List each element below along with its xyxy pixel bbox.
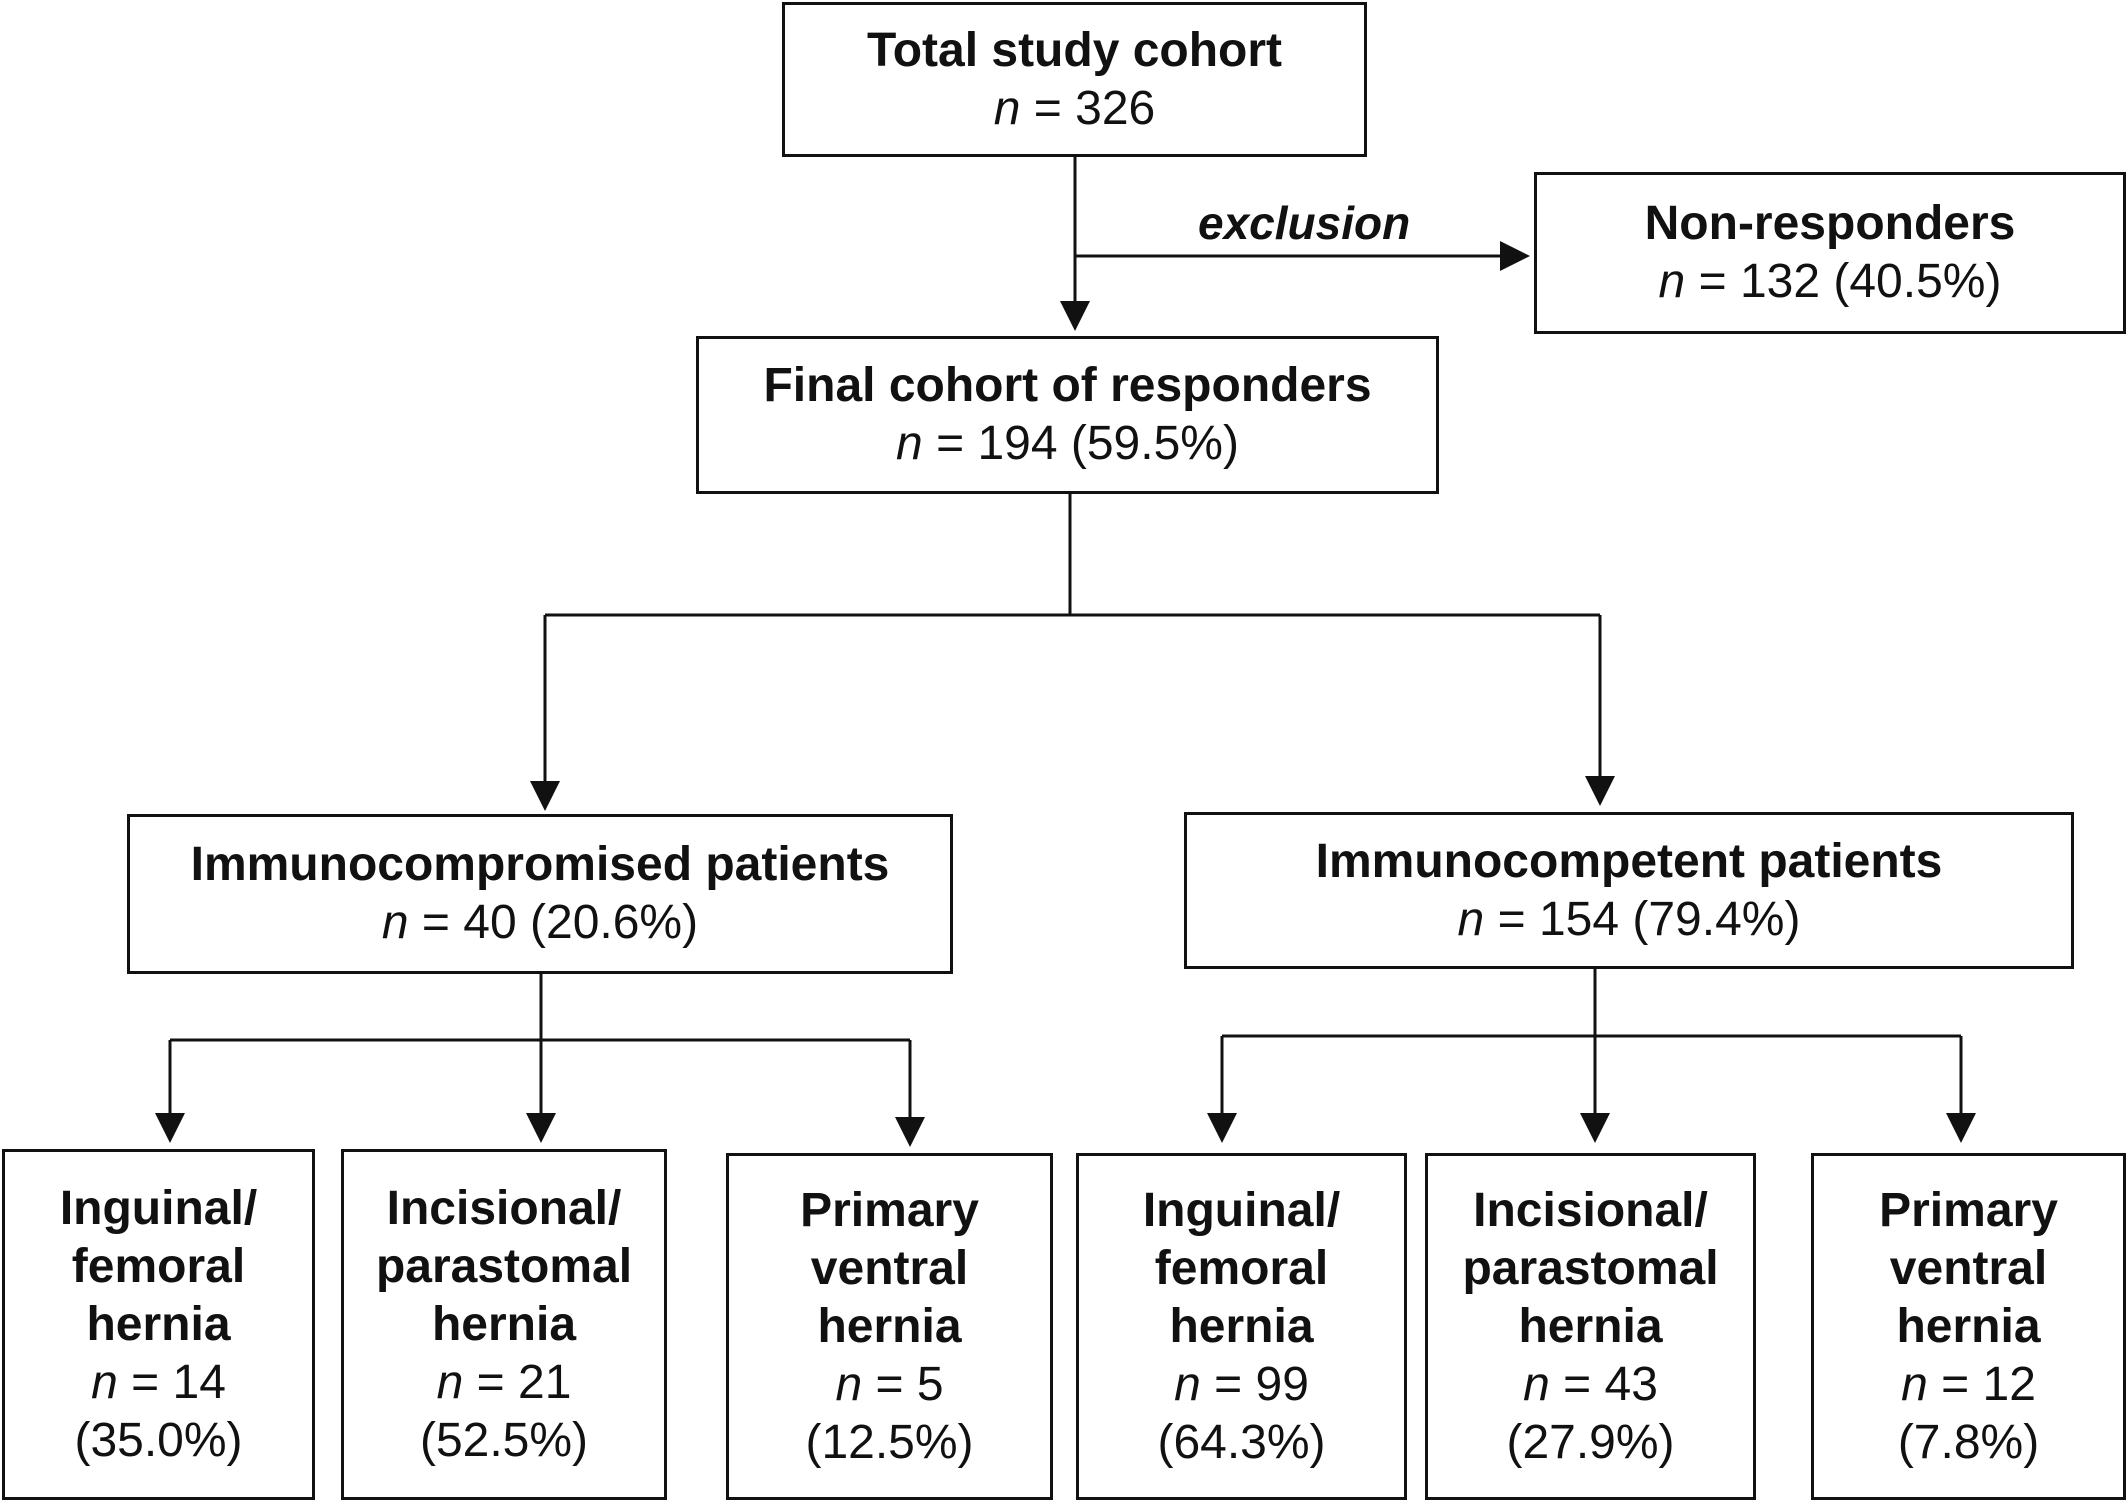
- ic-primary-ventral-box: Primary ventral hernia n = 5 (12.5%): [726, 1153, 1053, 1500]
- icomp-incisional-box: Incisional/ parastomal hernia n = 43 (27…: [1425, 1153, 1756, 1500]
- immunocompromised-title: Immunocompromised patients: [190, 838, 890, 891]
- exclusion-label: exclusion: [1198, 197, 1411, 249]
- total-cohort-count: n = 326: [993, 81, 1156, 135]
- final-cohort-count: n = 194 (59.5%): [896, 417, 1239, 470]
- ic-incisional-box: Incisional/ parastomal hernia n = 21 (52…: [341, 1149, 667, 1500]
- final-cohort-title: Final cohort of responders: [763, 359, 1372, 412]
- immunocompromised-count: n = 40 (20.6%): [381, 896, 699, 949]
- non-responders-box: Non-responders n = 132 (40.5%): [1534, 172, 2126, 334]
- immunocompromised-box: Immunocompromised patients n = 40 (20.6%…: [127, 814, 953, 974]
- icomp-primary-ventral-box: Primary ventral hernia n = 12 (7.8%): [1811, 1153, 2126, 1500]
- immunocompetent-box: Immunocompetent patients n = 154 (79.4%): [1184, 812, 2074, 969]
- immunocompetent-count: n = 154 (79.4%): [1457, 892, 1801, 946]
- total-cohort-title: Total study cohort: [866, 23, 1283, 77]
- non-responders-title: Non-responders: [1644, 197, 2016, 250]
- non-responders-count: n = 132 (40.5%): [1658, 255, 2002, 308]
- ic-inguinal-box: Inguinal/ femoral hernia n = 14 (35.0%): [2, 1149, 315, 1500]
- immunocompetent-title: Immunocompetent patients: [1315, 834, 1943, 888]
- total-cohort-box: Total study cohort n = 326: [782, 2, 1367, 157]
- icomp-inguinal-box: Inguinal/ femoral hernia n = 99 (64.3%): [1076, 1153, 1407, 1500]
- final-cohort-box: Final cohort of responders n = 194 (59.5…: [696, 336, 1439, 494]
